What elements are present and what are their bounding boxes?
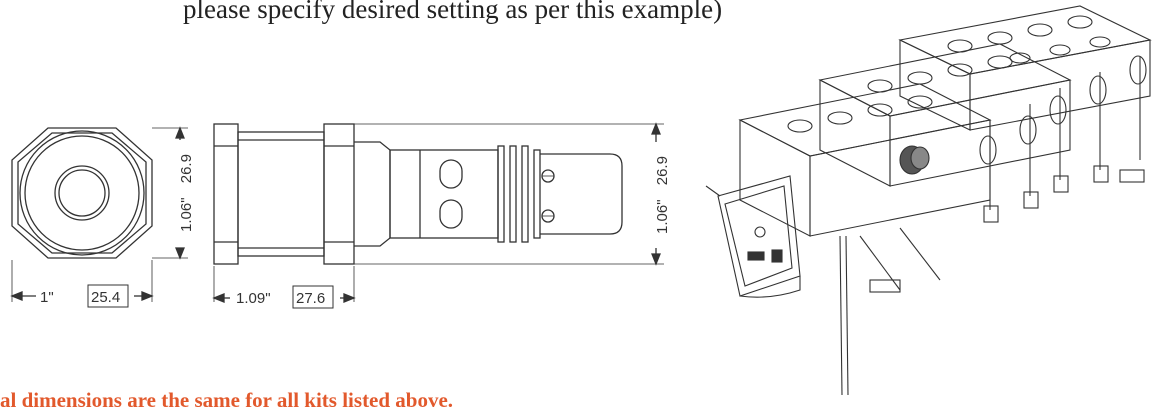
note-region: al dimensions are the same for all kits … xyxy=(0,386,1154,409)
front-height-inch: 1.06" xyxy=(178,197,195,232)
dimensions-note: al dimensions are the same for all kits … xyxy=(0,388,454,409)
side-height-mm: 26.9 xyxy=(654,156,671,185)
side-height-label: 1.06" 26.9 xyxy=(654,156,671,234)
svg-text:1.06" 26.9: 1.06" 26.9 xyxy=(654,156,671,234)
side-view-drawing xyxy=(212,122,664,309)
front-height-label: 1.06" 26.9 xyxy=(178,154,195,232)
valve-assembly-illustration xyxy=(705,5,1152,396)
caption-region: please specify desired setting as per th… xyxy=(0,0,1154,28)
side-length-mm: 27.6 xyxy=(296,290,325,307)
caption-text: please specify desired setting as per th… xyxy=(183,0,723,24)
front-view-drawing xyxy=(10,126,188,308)
front-width-mm: 25.4 xyxy=(91,289,120,306)
front-height-mm: 26.9 xyxy=(178,154,195,183)
svg-text:1.06" 26.9: 1.06" 26.9 xyxy=(178,154,195,232)
side-height-inch: 1.06" xyxy=(654,199,671,234)
front-width-inch: 1" xyxy=(40,289,54,306)
side-length-inch: 1.09" xyxy=(236,290,271,307)
